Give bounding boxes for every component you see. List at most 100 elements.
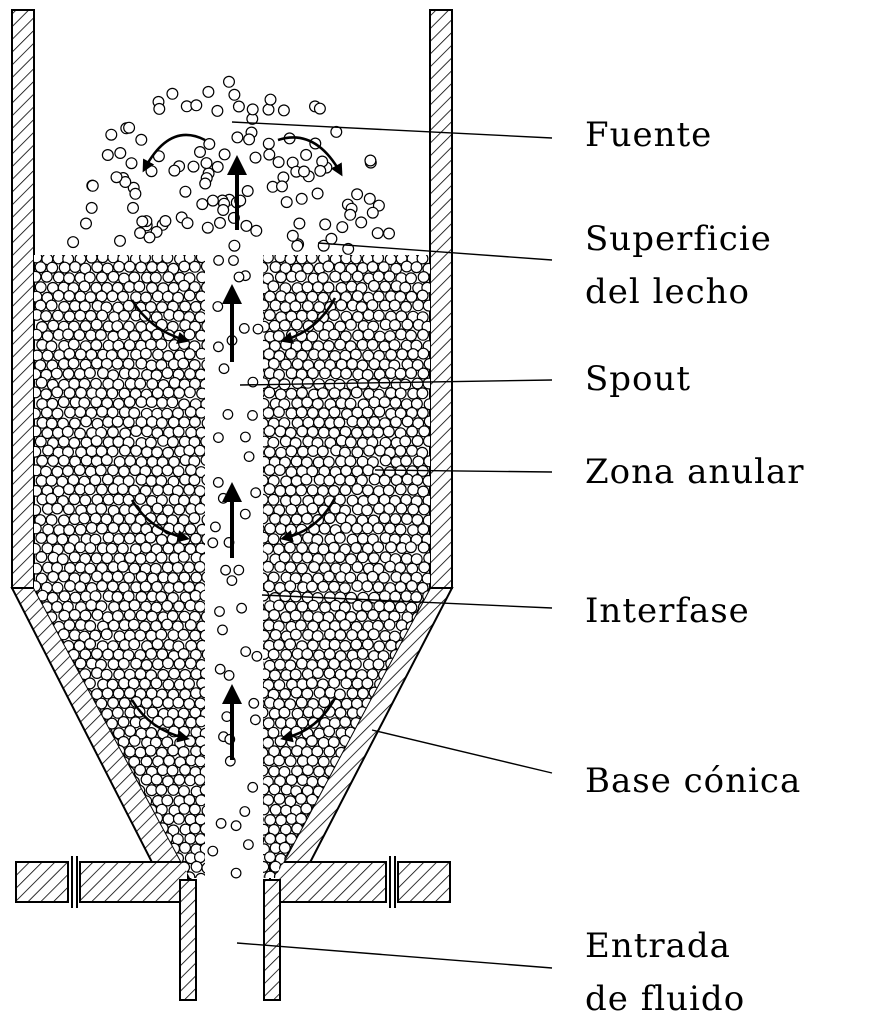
particle — [131, 426, 142, 437]
particle — [118, 561, 129, 572]
particle — [352, 523, 363, 534]
particle — [96, 776, 107, 787]
particle — [419, 562, 430, 573]
particle — [57, 805, 68, 816]
particle — [324, 726, 335, 737]
particle — [358, 805, 369, 816]
particle — [417, 832, 428, 843]
particle — [202, 261, 213, 272]
particle — [258, 784, 269, 795]
particle — [42, 407, 53, 418]
particle — [174, 601, 185, 612]
particle — [180, 186, 191, 197]
particle — [214, 433, 224, 443]
particle — [406, 330, 417, 341]
particle — [91, 436, 102, 447]
particle — [390, 746, 401, 757]
particle — [396, 503, 407, 514]
particle — [75, 349, 86, 360]
particle — [103, 494, 114, 505]
particle — [391, 417, 402, 428]
particle — [201, 455, 212, 466]
particle — [90, 842, 101, 853]
particle — [418, 542, 429, 553]
particle — [423, 804, 434, 815]
particle — [173, 697, 184, 708]
particle — [92, 668, 103, 679]
particle — [308, 600, 319, 611]
particle — [167, 88, 178, 99]
particle — [397, 794, 408, 805]
particle — [318, 756, 329, 767]
particle — [81, 844, 92, 855]
particle — [352, 678, 363, 689]
particle — [265, 815, 276, 826]
particle — [41, 311, 52, 322]
particle — [57, 747, 68, 758]
particle — [353, 815, 364, 826]
particle — [331, 368, 342, 379]
particle — [240, 324, 250, 334]
particle — [101, 669, 112, 680]
particle — [153, 659, 164, 670]
particle — [368, 629, 379, 640]
label-entrada-line2: de fluido — [585, 979, 745, 1019]
particle — [197, 388, 208, 399]
particle — [369, 474, 380, 485]
particle — [125, 844, 136, 855]
particle — [384, 228, 395, 239]
particle — [178, 649, 189, 660]
particle — [367, 207, 378, 218]
particle — [252, 871, 263, 882]
particle — [407, 697, 418, 708]
particle — [135, 378, 146, 389]
particle — [75, 794, 86, 805]
particle — [364, 794, 375, 805]
particle — [59, 844, 70, 855]
particle — [401, 456, 412, 467]
particle — [330, 271, 341, 282]
particle — [173, 426, 184, 437]
particle — [253, 251, 264, 262]
particle — [423, 747, 434, 758]
particle — [280, 689, 291, 700]
particle — [131, 446, 142, 457]
particle — [358, 533, 369, 544]
particle — [190, 823, 201, 834]
particle — [75, 310, 86, 321]
particle — [373, 776, 384, 787]
particle — [372, 814, 383, 825]
particle — [63, 369, 74, 380]
particle — [424, 825, 435, 836]
particle — [413, 805, 424, 816]
particle — [163, 272, 174, 283]
particle — [286, 504, 297, 515]
particle — [85, 814, 96, 825]
particle — [36, 786, 47, 797]
particle — [135, 494, 146, 505]
particle — [395, 832, 406, 843]
particle — [401, 591, 412, 602]
particle — [64, 717, 75, 728]
particle — [281, 649, 292, 660]
particle — [292, 378, 303, 389]
label-spout: Spout — [585, 359, 691, 399]
particle — [47, 766, 58, 777]
particle — [307, 408, 318, 419]
particle — [352, 427, 363, 438]
particle — [35, 843, 46, 854]
particle — [90, 824, 101, 835]
particle — [406, 756, 417, 767]
particle — [285, 542, 296, 553]
particle — [162, 252, 173, 263]
particle — [152, 697, 163, 708]
particle — [103, 474, 114, 485]
particle — [395, 756, 406, 767]
particle — [345, 209, 356, 220]
flange-right-inner — [270, 862, 386, 902]
particle — [37, 669, 48, 680]
particle — [52, 602, 63, 613]
particle — [372, 228, 383, 239]
particle — [395, 524, 406, 535]
inlet-pipe-left — [180, 880, 196, 1000]
